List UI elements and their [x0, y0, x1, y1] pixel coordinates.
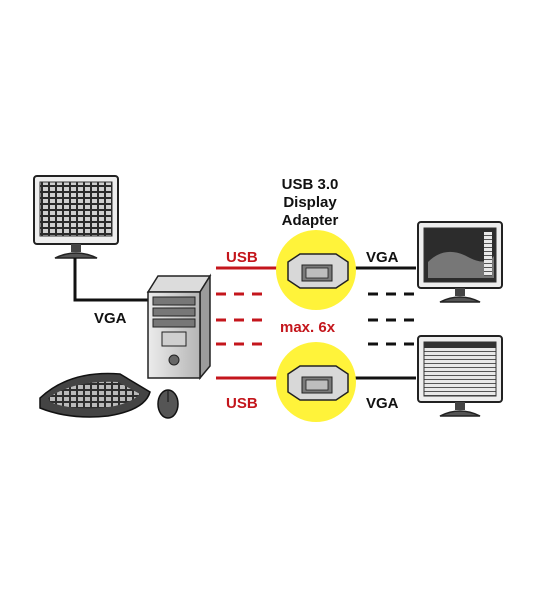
max-count-label: max. 6x	[280, 319, 336, 336]
adapter-title-line-3: Adapter	[281, 212, 339, 229]
vga-label-top-right: VGA	[366, 249, 399, 266]
mouse	[157, 389, 179, 419]
vga-label-left: VGA	[94, 310, 127, 327]
display-adapter-top	[276, 230, 356, 310]
display-adapter-bottom	[276, 342, 356, 422]
adapter-title: USB 3.0 Display Adapter	[262, 176, 358, 230]
source-monitor	[33, 175, 119, 259]
vga-cable-placeholders	[368, 292, 416, 346]
adapter-title-line-1: USB 3.0	[281, 176, 339, 193]
keyboard	[39, 372, 151, 418]
pc-tower	[146, 273, 212, 381]
usb-cable-placeholders	[216, 292, 270, 346]
vga-cable-left	[73, 258, 148, 302]
vga-label-bottom-right: VGA	[366, 395, 399, 412]
display-monitor-top	[417, 221, 503, 303]
usb-label-top: USB	[226, 249, 258, 266]
display-monitor-bottom	[417, 335, 503, 417]
usb-label-bottom: USB	[226, 395, 258, 412]
adapter-title-line-2: Display	[283, 194, 337, 211]
